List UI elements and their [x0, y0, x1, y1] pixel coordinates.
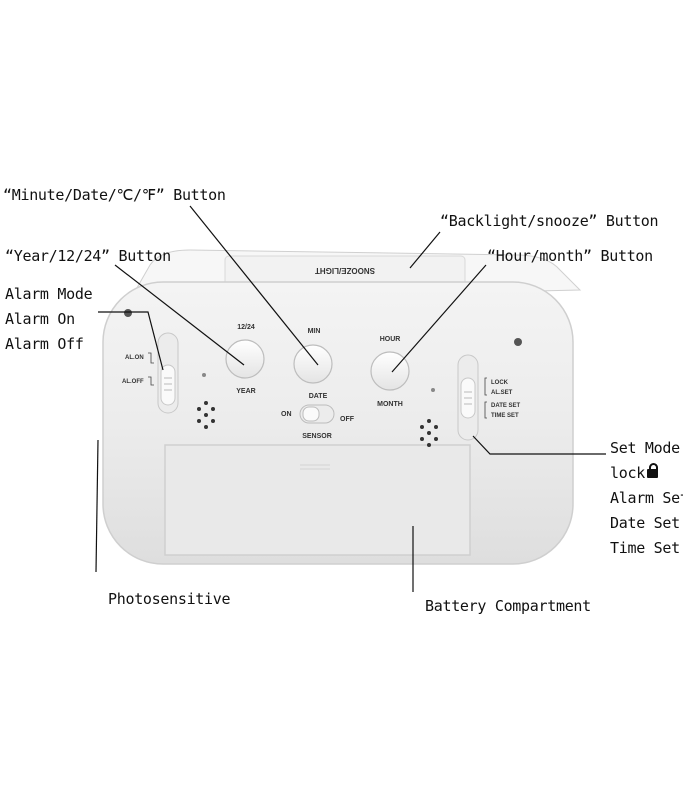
- callout-photosensitive: Photosensitive: [108, 590, 231, 608]
- callout-lock-row: lock: [610, 461, 658, 486]
- padlock-icon: [646, 463, 658, 478]
- callout-alarm-on: Alarm On: [5, 310, 75, 328]
- al-set-label: AL.SET: [491, 390, 513, 396]
- callout-year-button: “Year/12/24” Button: [5, 247, 171, 265]
- speaker-right: [420, 419, 438, 447]
- time-set-label: TIME SET: [491, 413, 519, 419]
- year-button[interactable]: [225, 339, 265, 379]
- sensor-switch-knob: [302, 406, 320, 422]
- year-button-bottom-label: YEAR: [236, 388, 255, 395]
- callout-alarm-set: Alarm Set: [610, 489, 683, 507]
- callout-hour-button: “Hour/month” Button: [487, 247, 653, 265]
- hour-button-top-label: HOUR: [380, 336, 401, 343]
- sensor-on-label: ON: [281, 411, 292, 418]
- year-button-top-label: 12/24: [237, 324, 255, 331]
- hour-button[interactable]: [370, 351, 410, 391]
- hour-button-bottom-label: MONTH: [377, 401, 403, 408]
- callout-set-mode: Set Mode: [610, 439, 680, 457]
- callout-minute-date-button: “Minute/Date/℃/℉” Button: [3, 186, 226, 204]
- callout-backlight-button: “Backlight/snooze” Button: [440, 212, 659, 230]
- callout-time-set: Time Set: [610, 539, 680, 557]
- speaker-left: [197, 401, 215, 429]
- date-set-label: DATE SET: [491, 403, 521, 409]
- min-button-bottom-label: DATE: [309, 393, 328, 400]
- screw-hole-left: [124, 309, 132, 317]
- al-on-label: AL.ON: [125, 355, 144, 361]
- callout-alarm-off: Alarm Off: [5, 335, 84, 353]
- sensor-off-label: OFF: [340, 416, 355, 423]
- screw-hole-right: [514, 338, 522, 346]
- callout-battery-compartment: Battery Compartment: [425, 597, 591, 615]
- al-off-label: AL.OFF: [122, 379, 144, 385]
- sensor-label: SENSOR: [302, 433, 332, 440]
- leader-lines: [95, 205, 606, 592]
- alarm-switch-knob: [160, 364, 176, 406]
- callout-lock: lock: [610, 464, 645, 482]
- min-button[interactable]: [293, 344, 333, 384]
- callout-alarm-mode: Alarm Mode: [5, 285, 93, 303]
- lock-label: LOCK: [491, 380, 509, 386]
- min-button-top-label: MIN: [308, 328, 321, 335]
- snooze-label: SNOOZE/LIGHT: [315, 266, 375, 275]
- battery-compartment: [164, 444, 471, 556]
- callout-date-set: Date Set: [610, 514, 680, 532]
